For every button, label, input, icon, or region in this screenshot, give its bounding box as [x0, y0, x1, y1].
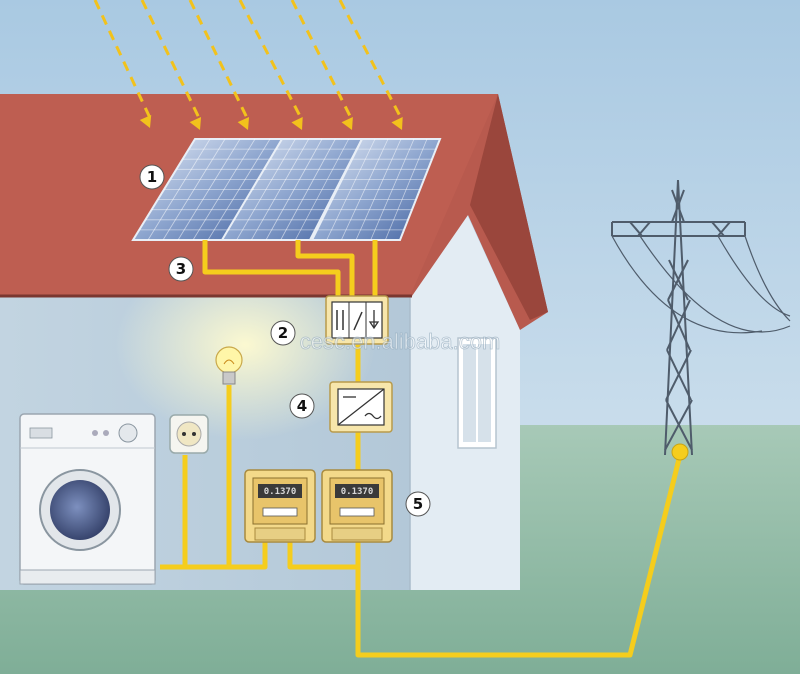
sun-ray-arrowhead-1 [139, 115, 152, 128]
meter-right-reading: 0.1370 [341, 487, 374, 497]
sun-ray-4 [238, 0, 304, 121]
panel-cell-column [370, 138, 415, 241]
label-1: 1 [139, 164, 165, 190]
label-5-text: 5 [413, 495, 423, 513]
solar-panels [131, 138, 442, 241]
sun-ray-arrowhead-2 [189, 117, 202, 130]
sun-ray-arrowhead-4 [291, 117, 303, 130]
panel-cell-column [384, 138, 428, 241]
meter-link-wire [287, 540, 358, 570]
watermark-text: cesc.en.alibaba.com [300, 329, 501, 354]
house-window [457, 337, 497, 449]
dc-wire-2 [295, 240, 355, 300]
panel-cell-column [355, 138, 402, 241]
panel-cell-column [280, 138, 336, 241]
wall-socket [169, 414, 209, 454]
sun-ray-5 [290, 0, 354, 121]
grid-connection-point [671, 443, 689, 461]
panel-cell-column [192, 138, 256, 241]
sun-ray-arrowhead-6 [391, 117, 403, 130]
panel-cell-column [294, 138, 350, 241]
inverter [329, 381, 393, 433]
label-4-text: 4 [297, 397, 307, 415]
meter-left [244, 469, 316, 543]
sun-ray-arrowhead-5 [341, 117, 353, 130]
sun-ray-2 [140, 0, 202, 121]
panel-cell-column [162, 138, 226, 241]
sun-ray-arrowhead-3 [237, 117, 250, 130]
sun-ray-6 [338, 0, 404, 121]
label-2: 2 [270, 320, 296, 346]
panel-cell-column [340, 138, 389, 241]
sun-rays [93, 0, 404, 130]
sun-ray-1 [93, 0, 152, 119]
washing-machine [19, 413, 156, 585]
label-1-text: 1 [147, 168, 157, 186]
light-bulb-icon [215, 346, 243, 385]
panel-cell-column [147, 138, 211, 241]
panel-cell-column [236, 138, 296, 241]
house-wire-a [182, 455, 268, 570]
meter-right [321, 469, 393, 543]
dc-wire-1 [202, 240, 341, 300]
panel-cell-column [265, 138, 323, 241]
meter-left-reading: 0.1370 [264, 487, 297, 497]
sun-ray-3 [188, 0, 250, 121]
panel-cell-column [326, 138, 376, 241]
electricity-meters: 0.1370 0.1370 [244, 469, 393, 543]
label-3: 3 [168, 256, 194, 282]
panel-cell-column [207, 138, 271, 241]
label-4: 4 [289, 393, 315, 419]
junction-box [325, 295, 389, 345]
label-2-text: 2 [278, 324, 288, 342]
power-pylon [611, 179, 791, 456]
grid-wire [355, 454, 683, 658]
wiring [160, 240, 683, 658]
label-5: 5 [405, 491, 431, 517]
label-3-text: 3 [176, 260, 186, 278]
panel-cell-column [177, 138, 241, 241]
panel-cell-column [250, 138, 310, 241]
